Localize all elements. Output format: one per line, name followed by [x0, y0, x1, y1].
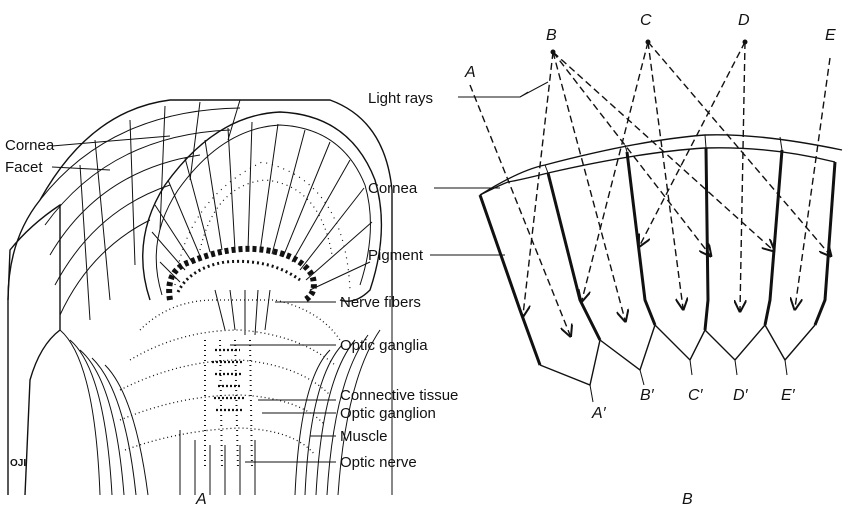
facet-grid — [40, 100, 240, 320]
label-cornea-a: Cornea — [5, 137, 55, 154]
source-label-e: E — [825, 27, 836, 44]
label-facet: Facet — [5, 159, 43, 176]
light-rays — [470, 42, 830, 335]
image-label-e-prime: E′ — [781, 387, 796, 404]
source-label-a: A — [464, 64, 476, 81]
label-connective-tissue: Connective tissue — [340, 387, 458, 404]
source-point-c — [646, 40, 651, 45]
label-optic-nerve: Optic nerve — [340, 454, 417, 471]
source-point-d — [743, 40, 748, 45]
label-optic-ganglia: Optic ganglia — [340, 337, 428, 354]
label-optic-ganglion: Optic ganglion — [340, 405, 436, 422]
source-label-b: B — [546, 27, 557, 44]
part-a-leader-lines — [52, 136, 336, 462]
label-light-rays: Light rays — [368, 90, 433, 107]
source-point-b — [551, 50, 556, 55]
image-label-d-prime: D′ — [733, 387, 749, 404]
label-pigment: Pigment — [368, 247, 424, 264]
image-label-c-prime: C′ — [688, 387, 704, 404]
stipple-ganglia — [120, 300, 340, 470]
label-nerve-fibers: Nerve fibers — [340, 294, 421, 311]
image-label-a-prime: A′ — [591, 405, 607, 422]
image-label-b-prime: B′ — [640, 387, 655, 404]
caption-b: B — [682, 491, 693, 508]
label-cornea-b: Cornea — [368, 180, 418, 197]
source-label-d: D — [738, 12, 750, 29]
cone-ring — [169, 249, 314, 300]
label-muscle: Muscle — [340, 428, 388, 445]
caption-a: A — [195, 491, 207, 508]
source-label-c: C — [640, 12, 652, 29]
artist-initials: OJI — [10, 458, 26, 469]
ommatidia-fan — [480, 135, 842, 402]
